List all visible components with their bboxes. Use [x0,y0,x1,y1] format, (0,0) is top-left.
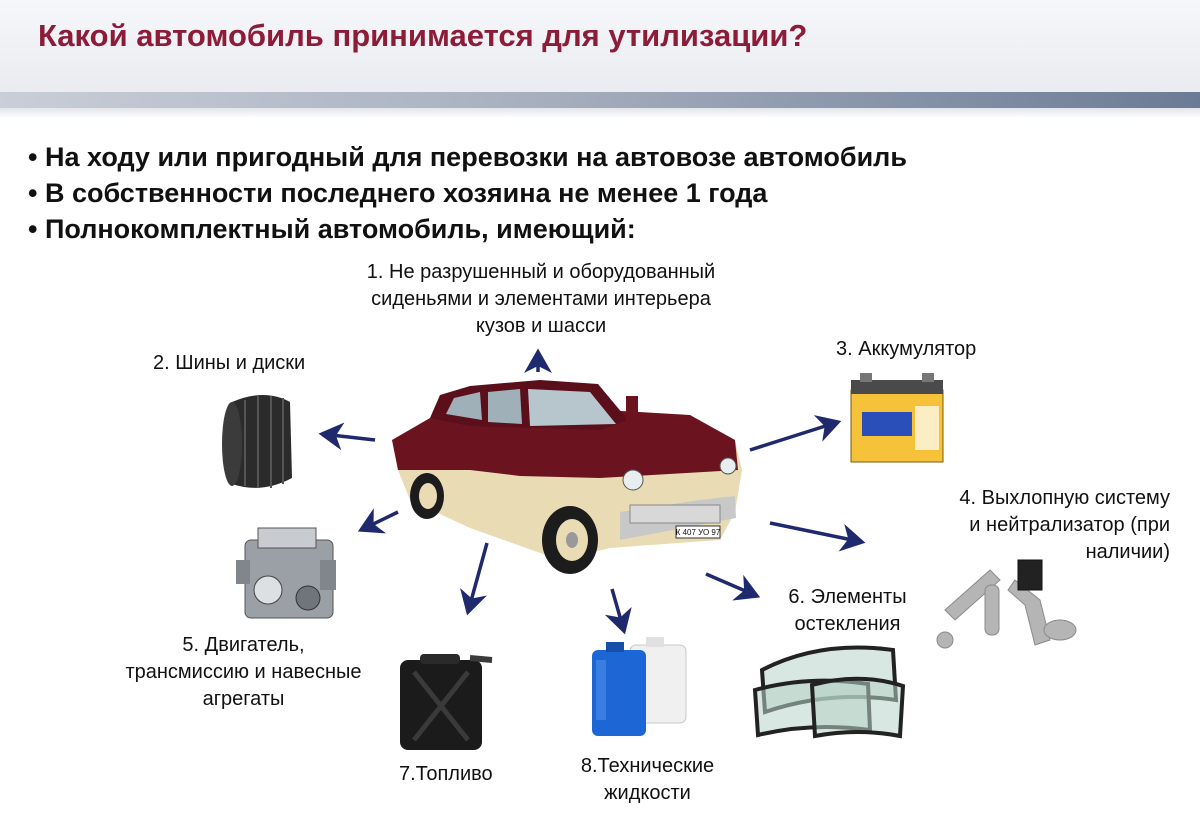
page-title: Какой автомобиль принимается для утилиза… [38,18,808,53]
header-background [0,0,1200,96]
arrow-fuel [460,542,489,616]
arrow-battery [749,415,842,452]
exhaust-image [936,559,1077,649]
bullet-item: В собственности последнего хозяина не ме… [28,176,907,212]
arrow-engine [357,508,399,534]
battery-image [850,373,944,463]
arrows-group [318,348,866,635]
arrow-fluids [604,588,632,635]
bullet-item: Полнокомплектный автомобиль, имеющий: [28,212,907,248]
car-image: К 407 УО 97 [392,380,742,574]
arrow-glass [705,572,761,601]
item-fuel-label: 7.Топливо [399,763,493,785]
header-shadow [0,108,1200,118]
license-plate-text: К 407 УО 97 [676,528,721,537]
item-battery-label: 3. Аккумулятор [836,338,977,360]
arrow-tires [318,422,376,451]
item-engine-label: 5. Двигатель, трансмиссию и навесные агр… [125,634,362,710]
requirements-list: На ходу или пригодный для перевозки на а… [28,140,907,248]
item-exhaust-label: 4. Выхлопную систему и нейтрализатор (пр… [959,487,1170,563]
bullet-item: На ходу или пригодный для перевозки на а… [28,140,907,176]
tire-image [222,395,292,488]
item-tires-label: 2. Шины и диски [153,352,306,374]
item-fluids-label: 8.Технические жидкости [580,755,715,804]
fuel-canister-image [400,654,493,750]
item-glass-label: 6. Элементы остекления [788,586,907,635]
engine-image [236,527,336,619]
fluid-containers-image [592,637,687,736]
glass-image [752,645,906,739]
arrow-exhaust [769,521,866,552]
item-body-label: 1. Не разрушенный и оборудованный сидень… [366,261,716,337]
header-divider-bar [0,92,1200,108]
